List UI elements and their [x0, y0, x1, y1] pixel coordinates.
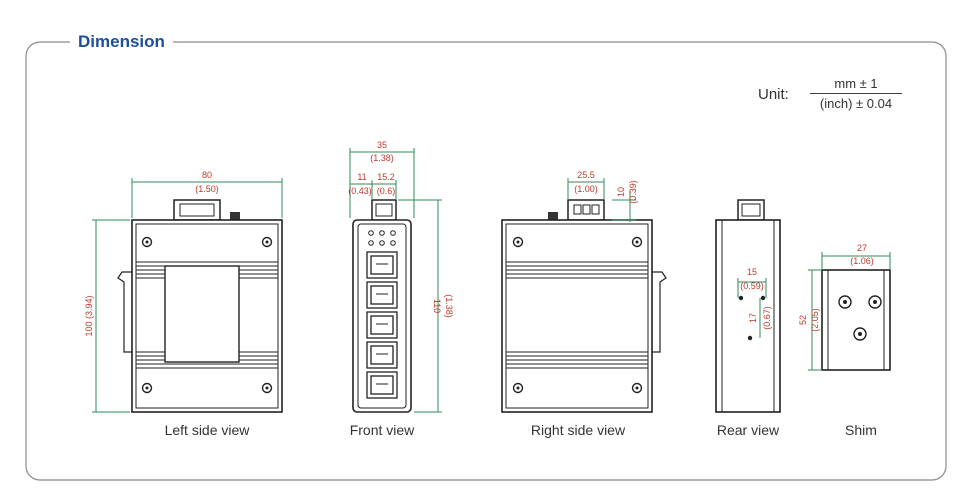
shim-drawing: [821, 269, 891, 371]
shim-w-inch-label: (1.06): [850, 256, 874, 266]
unit-numerator: mm ± 1: [810, 76, 902, 94]
rear-a-label: 15: [747, 267, 757, 277]
left-width-label: 80: [202, 170, 212, 180]
left-height-label: 100 (3.94): [84, 295, 94, 336]
shim-dimension-lines: [808, 252, 891, 371]
right-dimension-lines: [567, 178, 636, 222]
unit-label: Unit:: [758, 86, 789, 103]
front-width-inch-label: (1.38): [370, 153, 394, 163]
rear-dimension-lines: [737, 278, 767, 338]
rear-view-drawing: [715, 199, 781, 413]
front-a-label: 11: [357, 172, 366, 182]
outer-frame: [25, 41, 947, 481]
front-width-label: 35: [377, 140, 387, 150]
front-view-label: Front view: [349, 422, 415, 438]
front-a-inch-label: (0.43): [348, 186, 372, 196]
right-h-inch-label: (0.39): [628, 180, 638, 204]
right-h-label: 10: [616, 187, 626, 197]
unit-denominator: (inch) ± 0.04: [819, 96, 893, 111]
left-side-view-drawing: [117, 199, 283, 413]
front-b-label: 15.2: [377, 172, 395, 182]
front-b-inch-label: (0.6): [377, 186, 396, 196]
front-height-inch-label: (1.38): [444, 294, 454, 318]
shim-w-label: 27: [857, 243, 867, 253]
rear-view-label: Rear view: [716, 422, 780, 438]
right-conn-inch-label: (1.00): [574, 184, 598, 194]
shim-label: Shim: [845, 422, 877, 438]
shim-h-label: 52: [798, 315, 808, 325]
rear-a-inch-label: (0.59): [740, 281, 764, 291]
front-view-drawing: [352, 199, 412, 413]
section-title: Dimension: [70, 32, 173, 52]
right-conn-label: 25.5: [577, 170, 595, 180]
left-dimension-lines: [92, 178, 283, 413]
front-dimension-lines: [349, 148, 442, 413]
unit-fraction: mm ± 1 (inch) ± 0.04: [810, 76, 902, 111]
left-width-inch-label: (1.50): [195, 184, 219, 194]
right-side-view-drawing: [501, 199, 667, 413]
right-side-view-label: Right side view: [530, 422, 626, 438]
left-side-view-label: Left side view: [164, 422, 250, 438]
front-height-label: 110: [432, 299, 442, 313]
rear-b-label: 17: [748, 313, 758, 323]
shim-h-inch-label: (2.05): [810, 308, 820, 332]
rear-b-inch-label: (0.67): [762, 306, 772, 330]
